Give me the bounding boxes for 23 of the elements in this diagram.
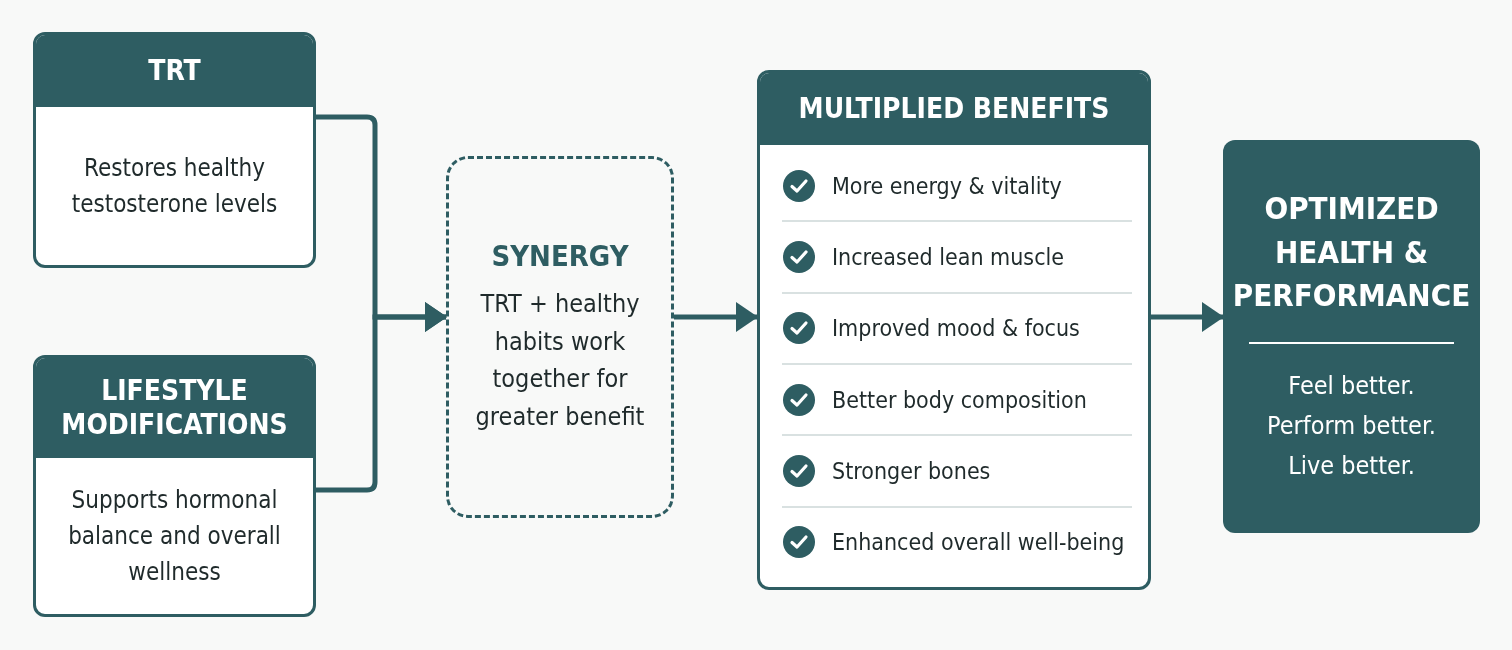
card-header: LIFESTYLE MODIFICATIONS — [36, 358, 313, 458]
info-card — [33, 355, 316, 617]
benefit-text: Better body composition — [832, 386, 1087, 413]
box-title: SYNERGY — [491, 239, 629, 273]
card-text: Restores healthy testosterone levels — [70, 153, 279, 220]
benefit-text: More energy & vitality — [832, 172, 1062, 199]
box-text: TRT + healthy habits work together for greater benefit — [475, 288, 645, 433]
info-card — [33, 32, 316, 268]
arrow — [1151, 302, 1224, 332]
arrow — [674, 302, 758, 332]
arrow — [316, 302, 447, 493]
benefit-text: Stronger bones — [832, 457, 991, 484]
benefits-card — [757, 70, 1151, 590]
box-title: OPTIMIZED HEALTH & PERFORMANCE — [1232, 189, 1471, 316]
benefit-text: Increased lean muscle — [832, 244, 1064, 270]
benefit-text: Enhanced overall well-being — [832, 529, 1125, 556]
dashed-box — [446, 156, 674, 518]
result-box — [1223, 140, 1480, 533]
box-text: Feel better. Perform better. Live better. — [1266, 369, 1437, 482]
card-header: TRT — [36, 35, 313, 107]
card-text: Supports hormonal balance and overall wellness — [67, 485, 282, 588]
card-header: MULTIPLIED BENEFITS — [760, 73, 1148, 145]
benefit-text: Improved mood & focus — [832, 315, 1080, 342]
